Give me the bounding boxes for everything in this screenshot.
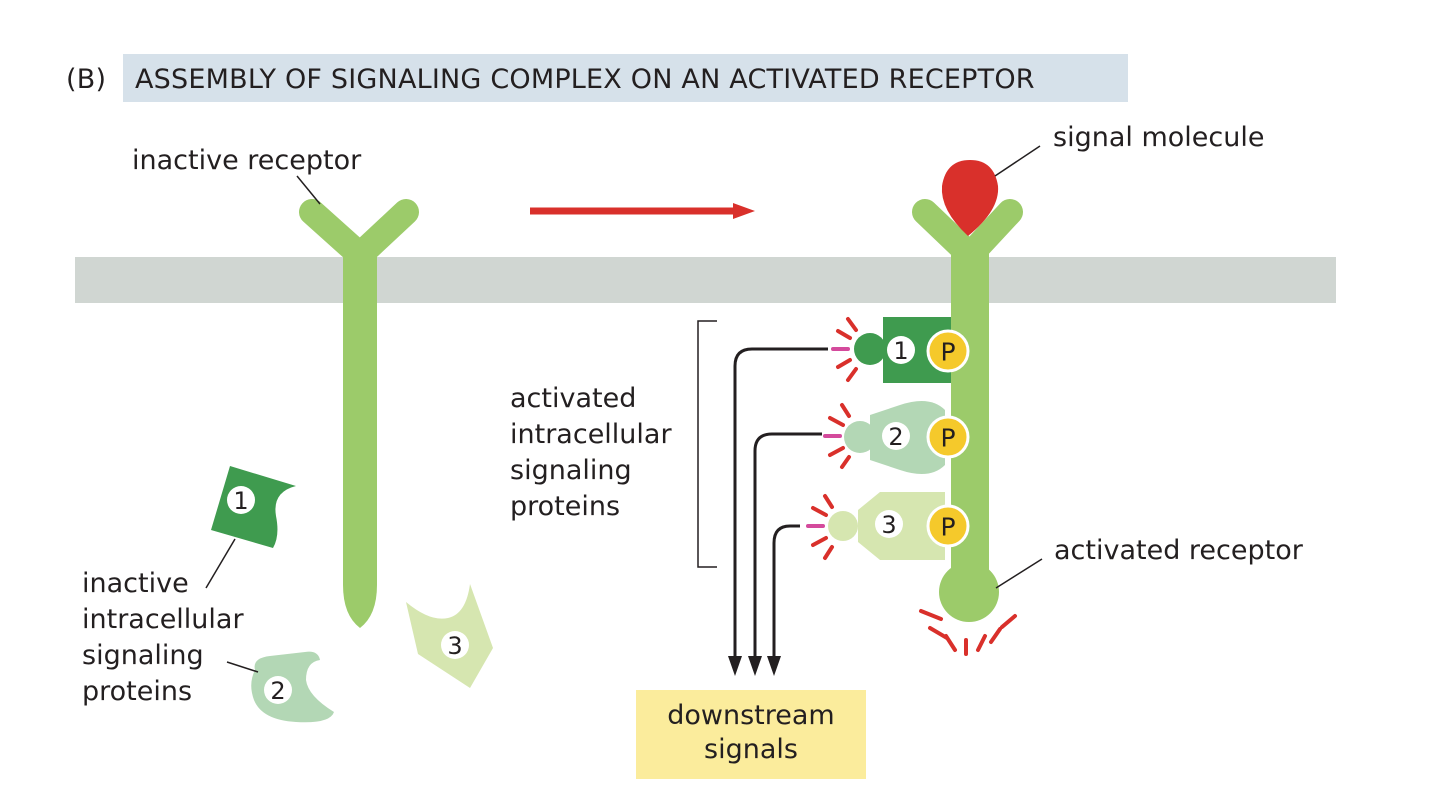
cell-membrane [75,257,1336,303]
inactive-proteins-line-1: inactive [82,568,189,599]
bound-protein-2: 2 P [844,401,970,474]
inactive-protein-1: 1 [211,466,296,548]
activated-proteins-line-2: intracellular [510,419,672,450]
activation-arrow [530,203,755,219]
activated-receptor [912,199,1023,622]
inactive-protein-2: 2 [251,651,334,723]
panel-tag: (B) [66,64,106,95]
bound-protein-1-number: 1 [893,337,908,365]
inactive-receptor-leader [296,175,321,205]
phospho-2-label: P [940,424,955,453]
inactive-proteins-leader-2 [226,661,259,673]
downstream-box [636,690,866,779]
phospho-3-label: P [940,513,955,542]
bound-protein-1: 1 P [854,317,970,383]
bound-protein-3: 3 P [828,492,970,560]
inactive-proteins-leader-1 [205,538,236,589]
downstream-arrows [733,347,828,660]
activated-receptor-label: activated receptor [1054,535,1304,566]
activated-proteins-bracket [697,320,717,568]
bound-protein-2-number: 2 [888,423,903,451]
phospho-3 [926,504,970,548]
panel-title: ASSEMBLY OF SIGNALING COMPLEX ON AN ACTI… [135,64,1035,95]
activated-proteins-line-1: activated [510,383,636,414]
downstream-line-2: signals [704,734,798,765]
protein-3-rays [806,494,834,560]
inactive-protein-3-number: 3 [447,632,462,660]
phospho-1 [926,329,970,373]
inactive-proteins-line-3: signaling [82,640,204,671]
inactive-protein-1-number: 1 [233,487,248,515]
inactive-receptor-label: inactive receptor [132,145,362,176]
inactive-protein-2-number: 2 [270,677,285,705]
title-banner [123,54,1128,102]
receptor-activity-rays [919,609,1017,656]
signal-molecule-leader [994,145,1041,177]
inactive-protein-3: 3 [406,584,493,688]
activated-proteins-line-3: signaling [510,455,632,486]
inactive-proteins-line-4: proteins [82,676,192,707]
inactive-receptor [299,199,419,628]
protein-2-rays [823,403,851,469]
signal-molecule [941,160,999,236]
inactive-proteins-line-2: intracellular [82,604,244,635]
protein-1-rays [831,317,858,382]
signal-molecule-label: signal molecule [1053,122,1264,153]
downstream-arrowheads [728,656,781,676]
activated-proteins-line-4: proteins [510,491,620,522]
phospho-2 [926,415,970,459]
phospho-1-label: P [940,338,955,367]
bound-protein-3-number: 3 [881,511,896,539]
activated-receptor-leader [995,558,1043,589]
downstream-line-1: downstream [667,700,834,731]
